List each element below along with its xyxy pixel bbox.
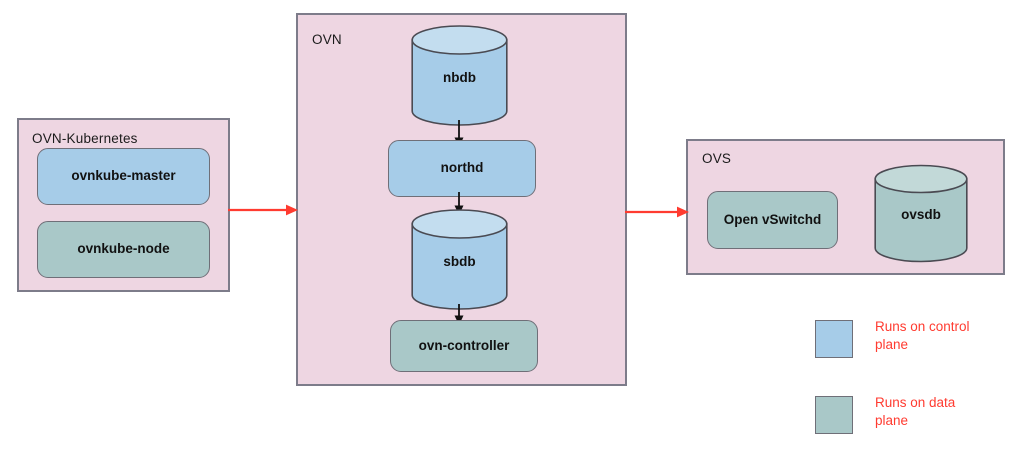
- node-ovsdb[interactable]: ovsdb: [874, 164, 968, 263]
- node-label-ovn-controller: ovn-controller: [418, 337, 510, 353]
- node-label-open-vswitchd: Open vSwitchd: [723, 211, 822, 227]
- legend-label-data-plane: Runs on data plane: [875, 395, 956, 428]
- cylinder-shape-nbdb: [411, 25, 508, 126]
- node-label-ovnkube-master: ovnkube-master: [71, 168, 176, 184]
- node-label-northd: northd: [440, 160, 484, 176]
- edge-ovn-kubernetes-to-ovn: [228, 204, 298, 216]
- legend-swatch-data-plane: [815, 396, 853, 434]
- node-ovnkube-master[interactable]: ovnkube-master: [37, 148, 210, 205]
- legend-item-data-plane: Runs on data plane: [815, 395, 987, 434]
- group-label-ovn: OVN: [312, 32, 342, 47]
- edge-ovn-to-ovs: [625, 206, 689, 218]
- node-sbdb[interactable]: sbdb: [411, 209, 508, 310]
- node-nbdb[interactable]: nbdb: [411, 25, 508, 126]
- node-label-ovnkube-node: ovnkube-node: [77, 241, 170, 257]
- group-label-ovn-kubernetes: OVN-Kubernetes: [32, 131, 138, 146]
- legend-label-control-plane: Runs on control plane: [875, 319, 970, 352]
- node-ovnkube-node[interactable]: ovnkube-node: [37, 221, 210, 278]
- node-open-vswitchd[interactable]: Open vSwitchd: [707, 191, 838, 249]
- node-ovn-controller[interactable]: ovn-controller: [390, 320, 538, 372]
- cylinder-shape-ovsdb: [874, 164, 968, 263]
- legend-item-control-plane: Runs on control plane: [815, 319, 987, 358]
- legend-swatch-control-plane: [815, 320, 853, 358]
- node-northd[interactable]: northd: [388, 140, 536, 197]
- cylinder-shape-sbdb: [411, 209, 508, 310]
- group-label-ovs: OVS: [702, 151, 732, 166]
